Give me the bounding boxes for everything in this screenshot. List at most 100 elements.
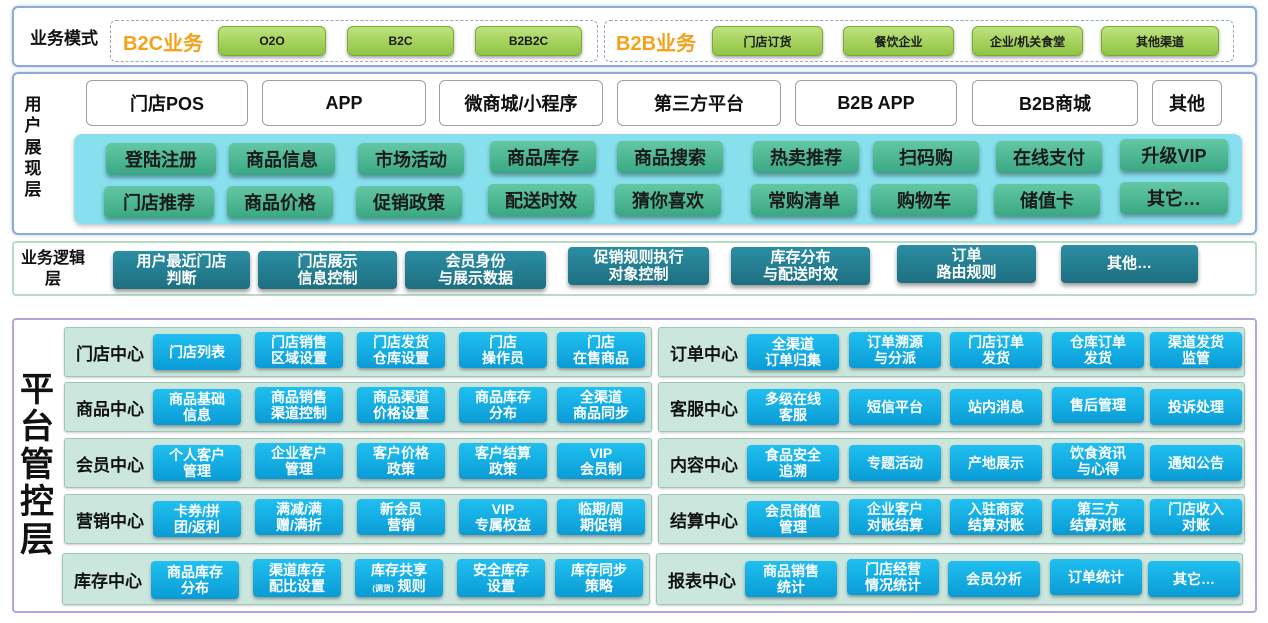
service-sms[interactable]: 短信平台	[849, 389, 941, 425]
logic-member-identity[interactable]: 会员身份 与展示数据	[405, 251, 546, 289]
feature-hot-recommend[interactable]: 热卖推荐	[753, 141, 859, 173]
feature-delivery-time[interactable]: 配送时效	[488, 184, 594, 216]
b2c-item-b2b2c[interactable]: B2B2C	[475, 26, 582, 56]
member-personal[interactable]: 个人客户 管理	[153, 445, 241, 481]
center-name-member: 会员中心	[76, 455, 144, 475]
feature-you-may-like[interactable]: 猜你喜欢	[615, 184, 721, 216]
center-name-content: 内容中心	[670, 455, 738, 475]
business-mode-label: 业务模式	[30, 28, 98, 48]
feature-store-recommend[interactable]: 门店推荐	[104, 186, 214, 218]
report-store-operation[interactable]: 门店经营 情况统计	[847, 559, 939, 595]
logic-store-display[interactable]: 门店展示 信息控制	[258, 251, 397, 289]
feature-product-info[interactable]: 商品信息	[229, 143, 335, 175]
b2b-item-catering[interactable]: 餐饮企业	[843, 26, 954, 56]
settlement-store-income[interactable]: 门店收入 对账	[1150, 499, 1242, 535]
inventory-sharing-sub: (调货) 规则	[372, 578, 425, 594]
logic-other[interactable]: 其他…	[1061, 245, 1198, 283]
inventory-sharing[interactable]: 库存共享 (调货) 规则	[355, 559, 443, 597]
store-operator[interactable]: 门店 操作员	[459, 332, 547, 368]
store-on-sale[interactable]: 门店 在售商品	[557, 332, 645, 368]
channel-b2b-app[interactable]: B2B APP	[795, 80, 957, 126]
report-member-analysis[interactable]: 会员分析	[948, 561, 1040, 597]
channel-store-pos[interactable]: 门店POS	[86, 80, 248, 126]
content-origin[interactable]: 产地展示	[950, 445, 1042, 481]
order-store-ship[interactable]: 门店订单 发货	[950, 332, 1042, 368]
logic-inventory-delivery[interactable]: 库存分布 与配送时效	[731, 247, 870, 285]
marketing-coupons[interactable]: 卡券/拼 团/返利	[153, 501, 241, 537]
service-site-messages[interactable]: 站内消息	[950, 389, 1042, 425]
feature-login[interactable]: 登陆注册	[106, 143, 216, 175]
report-order-stats[interactable]: 订单统计	[1050, 559, 1142, 595]
logic-layer-label: 业务逻辑层	[20, 250, 85, 288]
feature-scan-buy[interactable]: 扫码购	[873, 141, 979, 173]
member-price-policy[interactable]: 客户价格 政策	[357, 443, 445, 479]
order-trace-dispatch[interactable]: 订单溯源 与分派	[849, 332, 941, 368]
store-list[interactable]: 门店列表	[153, 334, 241, 370]
feature-upgrade-vip[interactable]: 升级VIP	[1120, 139, 1228, 171]
service-complaints[interactable]: 投诉处理	[1150, 389, 1242, 425]
feature-marketing[interactable]: 市场活动	[358, 143, 464, 175]
inventory-sharing-note: (调货)	[372, 584, 394, 593]
content-notices[interactable]: 通知公告	[1150, 445, 1242, 481]
order-aggregation[interactable]: 全渠道 订单归集	[747, 334, 839, 370]
channel-third-party[interactable]: 第三方平台	[617, 80, 781, 126]
product-sales-channel[interactable]: 商品销售 渠道控制	[255, 387, 343, 423]
member-enterprise[interactable]: 企业客户 管理	[255, 443, 343, 479]
marketing-periodic-promo[interactable]: 临期/周 期促销	[557, 499, 645, 535]
channel-b2b-mall[interactable]: B2B商城	[972, 80, 1138, 126]
service-online[interactable]: 多级在线 客服	[747, 389, 839, 425]
product-basic-info[interactable]: 商品基础 信息	[153, 389, 241, 425]
report-product-sales[interactable]: 商品销售 统计	[745, 561, 837, 597]
product-channel-price[interactable]: 商品渠道 价格设置	[357, 387, 445, 423]
inventory-safety-stock[interactable]: 安全库存 设置	[457, 559, 545, 597]
b2b-title: B2B业务	[616, 32, 697, 55]
inventory-sharing-title: 库存共享	[371, 561, 427, 578]
b2b-item-store-order[interactable]: 门店订货	[712, 26, 823, 56]
center-name-marketing: 营销中心	[76, 511, 144, 531]
feature-inventory[interactable]: 商品库存	[490, 141, 596, 173]
settlement-third-party[interactable]: 第三方 结算对账	[1052, 499, 1144, 535]
store-ship-warehouse[interactable]: 门店发货 仓库设置	[357, 332, 445, 368]
channel-other[interactable]: 其他	[1152, 80, 1222, 126]
feature-other[interactable]: 其它…	[1120, 182, 1228, 214]
marketing-discounts[interactable]: 满减/满 赠/满折	[255, 499, 343, 535]
content-food-news[interactable]: 饮食资讯 与心得	[1052, 443, 1144, 479]
feature-frequent-list[interactable]: 常购清单	[751, 184, 857, 216]
service-after-sales[interactable]: 售后管理	[1052, 387, 1144, 423]
product-sync[interactable]: 全渠道 商品同步	[557, 387, 645, 423]
content-food-safety[interactable]: 食品安全 追溯	[747, 445, 839, 481]
b2c-item-o2o[interactable]: O2O	[218, 26, 326, 56]
store-sales-area[interactable]: 门店销售 区域设置	[255, 332, 343, 368]
settlement-member-stored[interactable]: 会员储值 管理	[747, 501, 839, 537]
member-settlement-policy[interactable]: 客户结算 政策	[459, 443, 547, 479]
feature-promo-policy[interactable]: 促销政策	[356, 186, 462, 218]
feature-search[interactable]: 商品搜索	[617, 141, 723, 173]
product-inventory-dist[interactable]: 商品库存 分布	[459, 387, 547, 423]
settlement-enterprise[interactable]: 企业客户 对账结算	[849, 499, 941, 535]
b2b-item-canteen[interactable]: 企业/机关食堂	[972, 26, 1083, 56]
feature-product-price[interactable]: 商品价格	[227, 186, 333, 218]
b2b-item-other-channels[interactable]: 其他渠道	[1101, 26, 1219, 56]
inventory-channel-ratio[interactable]: 渠道库存 配比设置	[253, 559, 341, 597]
logic-order-routing[interactable]: 订单 路由规则	[897, 245, 1036, 283]
inventory-sync-strategy[interactable]: 库存同步 策略	[555, 559, 643, 597]
order-channel-supervise[interactable]: 渠道发货 监管	[1150, 332, 1242, 368]
inventory-distribution[interactable]: 商品库存 分布	[151, 561, 239, 599]
logic-promo-rules[interactable]: 促销规则执行 对象控制	[568, 247, 709, 285]
channel-mini-program[interactable]: 微商城/小程序	[439, 80, 603, 126]
feature-stored-card[interactable]: 储值卡	[994, 184, 1100, 216]
logic-nearest-store[interactable]: 用户最近门店 判断	[113, 251, 250, 289]
marketing-new-member[interactable]: 新会员 营销	[357, 499, 445, 535]
member-vip[interactable]: VIP 会员制	[557, 443, 645, 479]
b2c-item-b2c[interactable]: B2C	[347, 26, 454, 56]
content-topics[interactable]: 专题活动	[849, 445, 941, 481]
channel-app[interactable]: APP	[262, 80, 426, 126]
feature-online-pay[interactable]: 在线支付	[996, 141, 1102, 173]
inventory-sharing-rule: 规则	[397, 578, 426, 594]
marketing-vip-rights[interactable]: VIP 专属权益	[459, 499, 547, 535]
center-name-settlement: 结算中心	[670, 511, 738, 531]
feature-cart[interactable]: 购物车	[871, 184, 977, 216]
settlement-merchant[interactable]: 入驻商家 结算对账	[950, 499, 1042, 535]
order-warehouse-ship[interactable]: 仓库订单 发货	[1052, 332, 1144, 368]
report-other[interactable]: 其它…	[1148, 561, 1240, 597]
